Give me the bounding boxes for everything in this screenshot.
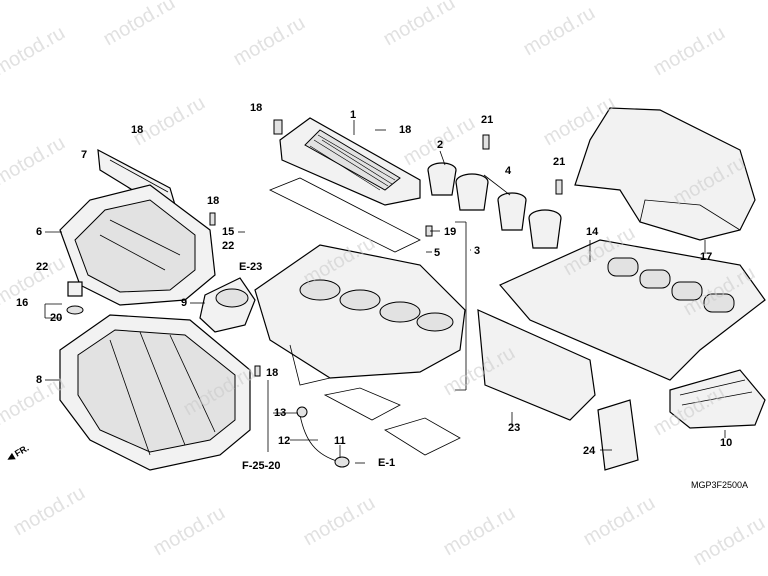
part-16-bolt <box>66 281 84 315</box>
callout-4: 4 <box>505 165 512 177</box>
callout-1: 1 <box>350 109 357 121</box>
callout-13: 13 <box>274 407 287 419</box>
callout-11: 11 <box>334 435 346 447</box>
callout-24: 24 <box>583 445 596 457</box>
callout-18a: 18 <box>250 102 263 114</box>
part-3-gasket <box>269 177 421 253</box>
callout-19: 19 <box>444 226 457 238</box>
callout-15: 15 <box>222 226 235 238</box>
diagram-code: MGP3F2500A <box>690 480 748 490</box>
part-2-funnels <box>427 162 489 211</box>
part-13-clip <box>296 406 308 418</box>
callout-20: 20 <box>50 312 63 324</box>
part-10-seal <box>669 369 766 429</box>
part-12-hose <box>299 414 341 463</box>
callout-18d: 18 <box>207 195 220 207</box>
callout-14: 14 <box>586 226 599 238</box>
callout-10: 10 <box>720 437 733 449</box>
part-9-boot <box>199 277 256 333</box>
callout-6: 6 <box>36 226 43 238</box>
ref-e1[interactable]: E-1 <box>378 457 396 469</box>
part-4-funnels <box>497 192 562 249</box>
callout-21b: 21 <box>553 156 566 168</box>
ref-e23[interactable]: E-23 <box>239 261 263 273</box>
callout-22a: 22 <box>222 240 235 252</box>
callout-5: 5 <box>434 247 441 259</box>
gaskets <box>323 387 461 456</box>
callout-8: 8 <box>36 374 43 386</box>
part-24-bracket <box>597 399 639 471</box>
callout-18c: 18 <box>399 124 412 136</box>
part-23-panel <box>477 309 596 421</box>
part-6-upper-cover <box>59 184 216 306</box>
callout-2: 2 <box>437 139 444 151</box>
callout-7: 7 <box>81 149 88 161</box>
ref-f2520[interactable]: F-25-20 <box>242 460 281 472</box>
callout-21a: 21 <box>481 114 494 126</box>
part-8-lower-housing <box>59 314 251 471</box>
part-3-airbox <box>254 244 466 386</box>
leader-lines <box>44 120 726 464</box>
callout-17: 17 <box>700 251 713 263</box>
fasteners <box>209 119 563 377</box>
part-11-cap <box>334 456 350 468</box>
part-14-plate <box>499 239 766 381</box>
callout-22b: 22 <box>36 261 49 273</box>
callout-12: 12 <box>278 435 291 447</box>
callout-18b: 18 <box>131 124 144 136</box>
callout-18e: 18 <box>266 367 279 379</box>
callout-3: 3 <box>474 245 481 257</box>
callout-16: 16 <box>16 297 29 309</box>
callout-9: 9 <box>181 297 188 309</box>
part-1-element-cover <box>279 117 421 206</box>
part-17-duct <box>574 107 756 241</box>
callout-23: 23 <box>508 422 521 434</box>
